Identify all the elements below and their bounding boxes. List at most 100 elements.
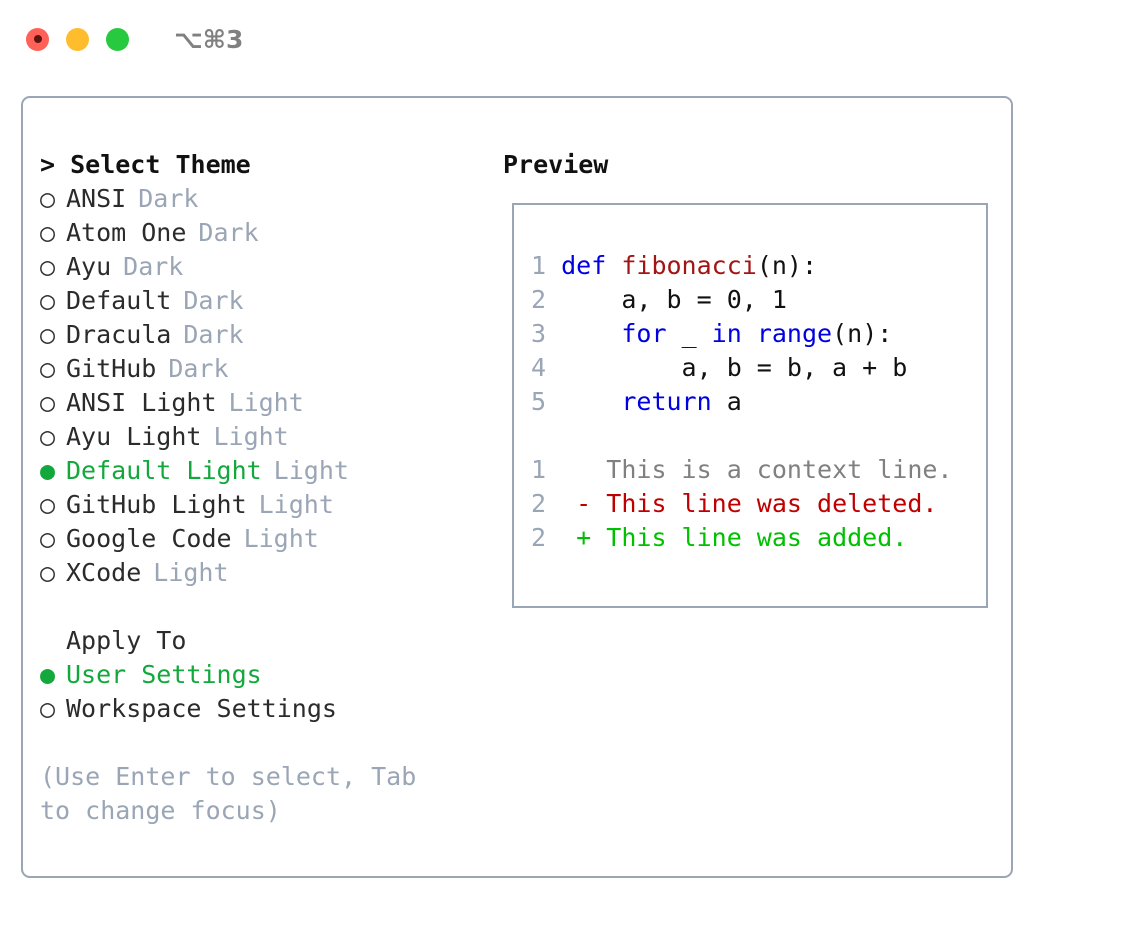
- radio-unselected-icon[interactable]: ○: [40, 694, 56, 723]
- theme-option-atom-one[interactable]: ○ Atom One Dark: [40, 216, 480, 250]
- diff-marker: -: [576, 489, 592, 518]
- title-bar: ⌥⌘3: [0, 0, 1140, 78]
- gutter-space: [546, 455, 576, 484]
- theme-option-tag: Dark: [168, 354, 229, 383]
- code-token: a: [726, 387, 742, 416]
- apply-to-option-label: Workspace Settings: [66, 694, 337, 723]
- radio-unselected-icon[interactable]: ○: [40, 422, 56, 451]
- code-token: in: [711, 319, 757, 348]
- code-line: 1 def fibonacci(n):: [531, 249, 907, 283]
- diff-marker: [576, 455, 591, 484]
- theme-option-tag: Dark: [183, 320, 244, 349]
- theme-option-label: ANSI: [66, 184, 127, 213]
- code-token: a, b = b, a + b: [561, 353, 908, 382]
- hint-spacer: [40, 726, 480, 760]
- theme-option-dracula[interactable]: ○ Dracula Dark: [40, 318, 480, 352]
- theme-option-label: Google Code: [66, 524, 232, 553]
- gutter-space: [546, 353, 561, 382]
- theme-option-tag: Light: [258, 490, 334, 519]
- code-token: (n):: [756, 251, 818, 280]
- apply-to-option-user-settings[interactable]: ● User Settings: [40, 658, 480, 692]
- code-token: _: [681, 319, 712, 348]
- list-spacer: [40, 590, 480, 624]
- theme-option-tag: Dark: [198, 218, 259, 247]
- radio-unselected-icon[interactable]: ○: [40, 252, 56, 281]
- theme-option-tag: Light: [228, 388, 304, 417]
- diff-text: This line was added.: [606, 523, 908, 552]
- code-line: 2 a, b = 0, 1: [531, 283, 907, 317]
- line-number: 4: [531, 353, 547, 382]
- theme-option-xcode[interactable]: ○ XCode Light: [40, 556, 480, 590]
- code-token: [561, 319, 621, 348]
- radio-unselected-icon[interactable]: ○: [40, 388, 56, 417]
- line-number: 1: [531, 455, 547, 484]
- radio-unselected-icon[interactable]: ○: [40, 320, 56, 349]
- code-token: (n):: [832, 319, 893, 348]
- line-number: 2: [531, 285, 547, 314]
- line-number: 3: [531, 319, 547, 348]
- code-line: 3 for _ in range(n):: [531, 317, 907, 351]
- theme-option-default[interactable]: ○ Default Dark: [40, 284, 480, 318]
- diff-text: This is a context line.: [606, 455, 953, 484]
- theme-option-label: Atom One: [66, 218, 187, 247]
- code-line: 5 return a: [531, 385, 907, 419]
- theme-option-google-code[interactable]: ○ Google Code Light: [40, 522, 480, 556]
- theme-option-tag: Dark: [183, 286, 244, 315]
- radio-selected-icon[interactable]: ●: [40, 660, 56, 689]
- radio-unselected-icon[interactable]: ○: [40, 490, 56, 519]
- theme-option-tag: Light: [243, 524, 319, 553]
- line-number: 1: [531, 251, 547, 280]
- radio-unselected-icon[interactable]: ○: [40, 354, 56, 383]
- marker-gap: [591, 489, 606, 518]
- preview-column: Preview 1 def fibonacci(n):2 a, b = 0, 1…: [503, 148, 993, 608]
- theme-option-label: Default: [66, 286, 172, 315]
- keyboard-shortcut-label: ⌥⌘3: [174, 24, 244, 54]
- diff-line-context: 1 This is a context line.: [531, 453, 952, 487]
- diff-line-deleted: 2 - This line was deleted.: [531, 487, 952, 521]
- diff-marker: +: [576, 523, 592, 552]
- theme-option-label: XCode: [66, 558, 142, 587]
- maximize-icon[interactable]: [106, 27, 129, 51]
- code-token: def: [561, 251, 622, 280]
- gutter-space: [546, 319, 561, 348]
- theme-option-tag: Light: [213, 422, 289, 451]
- radio-unselected-icon[interactable]: ○: [40, 524, 56, 553]
- diff-sample: 1 This is a context line.2 - This line w…: [531, 453, 952, 555]
- radio-unselected-icon[interactable]: ○: [40, 184, 56, 213]
- gutter-space: [546, 285, 561, 314]
- marker-gap: [591, 455, 606, 484]
- line-number: 2: [531, 489, 547, 518]
- keyboard-hint-text: (Use Enter to select, Tab to change focu…: [40, 762, 432, 825]
- gutter-space: [546, 251, 561, 280]
- minimize-icon[interactable]: [66, 27, 89, 51]
- theme-option-tag: Light: [153, 558, 229, 587]
- radio-selected-icon[interactable]: ●: [40, 456, 56, 485]
- preview-heading: Preview: [503, 150, 609, 179]
- apply-to-option-workspace-settings[interactable]: ○ Workspace Settings: [40, 692, 480, 726]
- radio-unselected-icon[interactable]: ○: [40, 286, 56, 315]
- apply-to-option-label: User Settings: [66, 660, 262, 689]
- theme-option-label: Dracula: [66, 320, 172, 349]
- line-number: 2: [531, 523, 547, 552]
- marker-gap: [591, 523, 606, 552]
- radio-unselected-icon[interactable]: ○: [40, 558, 56, 587]
- theme-option-tag: Dark: [123, 252, 184, 281]
- diff-text: This line was deleted.: [606, 489, 938, 518]
- code-token: for: [621, 319, 682, 348]
- radio-unselected-icon[interactable]: ○: [40, 218, 56, 247]
- theme-option-label: Default Light: [66, 456, 262, 485]
- code-token: return: [621, 387, 727, 416]
- apply-to-list: ● User Settings ○ Workspace Settings: [40, 658, 480, 726]
- close-icon[interactable]: [26, 27, 49, 51]
- diff-line-added: 2 + This line was added.: [531, 521, 952, 555]
